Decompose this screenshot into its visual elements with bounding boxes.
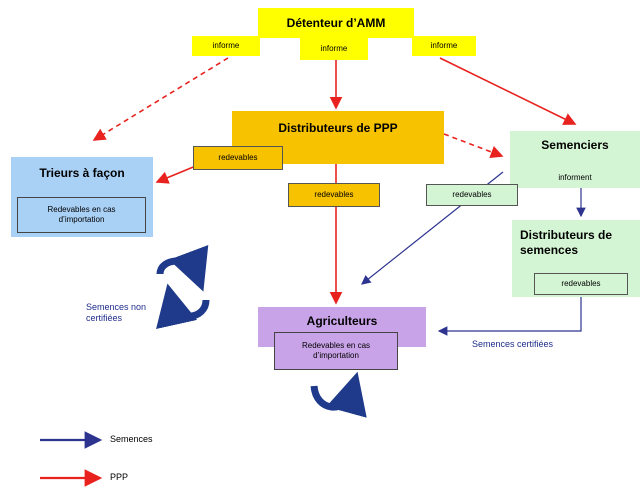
amm-informe-tag-center: informe <box>300 38 368 60</box>
arrow-amm-to-trieurs <box>92 57 229 141</box>
node-agriculteurs-title: Agriculteurs <box>306 314 378 328</box>
arrow-amm-to-semenciers <box>439 57 577 125</box>
label-semences-certifiees: Semences certifiées <box>472 339 554 349</box>
node-semenciers: Semenciers informent <box>510 131 640 188</box>
distributeurs-semences-redevables-tag: redevables <box>534 273 628 295</box>
amm-informe-tag-left: informe <box>192 36 260 56</box>
cycle-arrow-top <box>156 244 209 292</box>
arrow-distributeurs-to-agriculteurs <box>437 297 582 336</box>
semenciers-redevables-tag: redevables <box>426 184 518 206</box>
ppp-redevables-tag-center: redevables <box>288 183 380 207</box>
legend-ppp-label: PPP <box>110 472 129 482</box>
amm-informe-tag-right: informe <box>412 36 476 56</box>
node-semenciers-title: Semenciers <box>541 138 609 152</box>
node-distributeurs-semences-title: Distributeurs de semences <box>520 228 613 257</box>
node-semenciers-sub: informent <box>558 173 592 182</box>
node-detenteur-amm-title: Détenteur d’AMM <box>286 16 386 30</box>
legend-semences-label: Semences <box>110 434 153 444</box>
curl-arrow-agriculteurs <box>310 371 367 418</box>
node-trieurs-title: Trieurs à façon <box>39 166 125 180</box>
node-distributeurs-ppp-title: Distributeurs de PPP <box>278 120 398 135</box>
agriculteurs-redevables-tag: Redevables en cas d’importation <box>274 332 398 370</box>
arrow-ppp-to-semenciers <box>443 133 504 159</box>
node-detenteur-amm: Détenteur d’AMM <box>258 8 414 38</box>
ppp-redevables-tag-left: redevables <box>193 146 283 170</box>
trieurs-redevables-tag: Redevables en cas d’importation <box>17 197 146 233</box>
cycle-arrow-bottom <box>156 283 210 330</box>
label-semences-non-certifiees: Semences non certifiées <box>86 302 147 323</box>
